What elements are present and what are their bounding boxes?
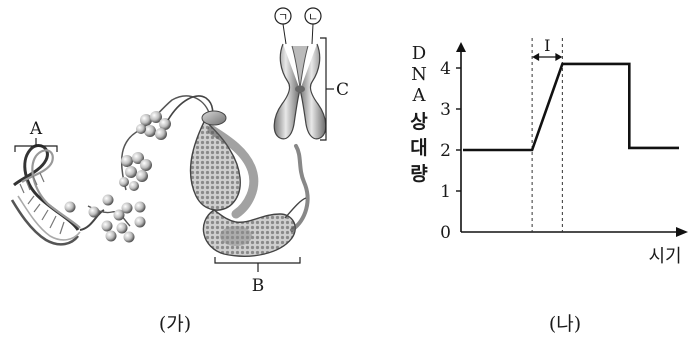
y-tick-label: 3 [440,100,451,120]
panel-na-dna-graph: D N A 상 대 량 0 1 2 3 4 I 시기 (나) [410,36,688,335]
y-ticks: 0 1 2 3 4 [440,59,461,243]
y-label-char: 상 [410,111,428,133]
label-c: C [336,80,349,100]
caption-ga: (가) [159,313,191,335]
y-label-char: 량 [410,163,428,185]
label-a: A [29,119,43,139]
panel-ga-chromatin-diagram: A [12,8,349,335]
metaphase-chromosome [274,44,326,139]
y-tick-label: 2 [440,141,451,161]
label-giyeok-group: ㄱ [275,8,291,44]
interval-i-arrowhead [555,53,562,61]
dna-double-helix [12,145,104,244]
y-tick-label: 1 [440,182,451,202]
label-nieun: ㄴ [308,11,318,24]
caption-na: (나) [549,313,581,335]
dna-amount-line [463,64,679,150]
y-axis-label: D N A 상 대 량 [410,43,428,185]
y-axis-arrow [456,42,466,52]
label-nieun-group: ㄴ [305,8,321,44]
interval-i-label: I [544,36,550,55]
x-axis-label: 시기 [648,246,681,267]
fiber-to-chromosome [292,146,308,230]
bracket-b [215,257,300,272]
label-giyeok: ㄱ [278,11,288,24]
label-b: B [252,276,265,296]
bracket-a [15,138,57,152]
interval-i: I [532,36,562,61]
y-tick-label: 0 [440,223,451,243]
x-axis-arrow [676,227,688,237]
y-label-char: N [411,64,427,85]
y-label-char: A [412,85,427,106]
interval-i-arrowhead [532,53,539,61]
y-label-char: D [412,43,426,64]
y-tick-label: 4 [440,59,451,79]
y-label-char: 대 [410,137,427,159]
